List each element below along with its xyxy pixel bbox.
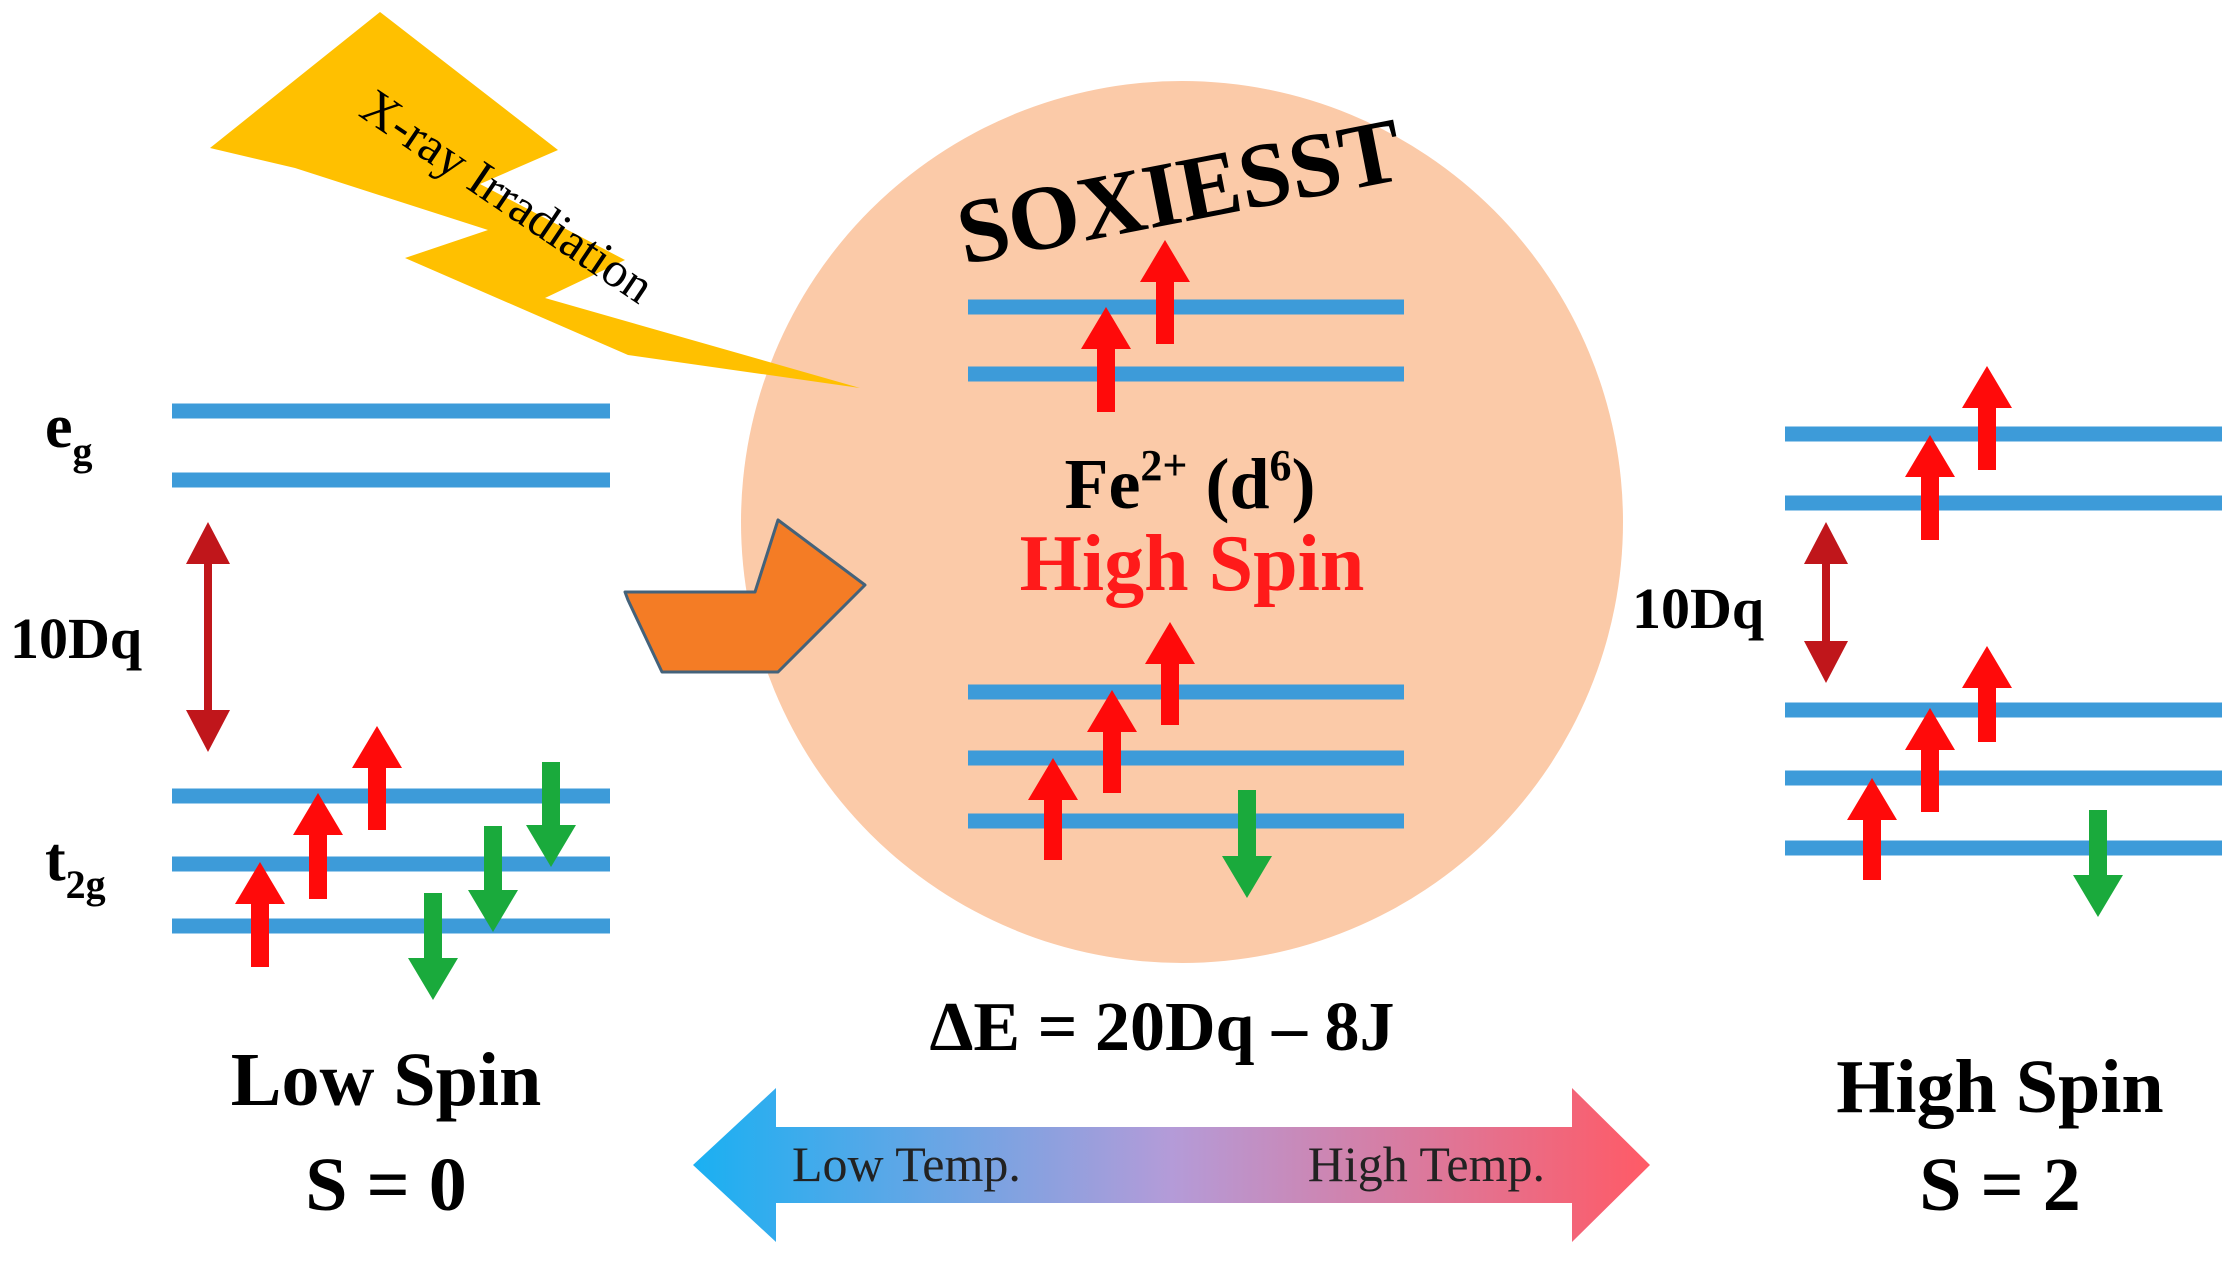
energy-equation: ΔE = 20Dq – 8J [930, 989, 1395, 1066]
spin-down-arrow [468, 826, 518, 932]
gap-label-right: 10Dq [1632, 576, 1764, 641]
spin-up-arrow [293, 793, 343, 899]
low-spin-label: Low Spin [231, 1038, 542, 1122]
low-temp-label: Low Temp. [792, 1136, 1021, 1192]
gap-arrows [186, 522, 1848, 752]
gap-arrow-left [186, 522, 230, 752]
high-temp-label: High Temp. [1308, 1136, 1545, 1192]
spin-down-arrow [526, 762, 576, 867]
high-spin-label: High Spin [1836, 1045, 2163, 1129]
spin-up-arrow [235, 862, 285, 967]
spin-down-arrow [2073, 810, 2123, 917]
spin-up-arrow [1145, 622, 1195, 725]
spin-up-arrow [1962, 366, 2012, 470]
energy-levels [172, 299, 2222, 934]
spin-down-arrow [408, 893, 458, 1000]
spin-up-arrow [1962, 646, 2012, 742]
spin-up-arrow [1140, 240, 1190, 344]
transfer-arrow-icon [623, 518, 867, 674]
center-high-spin-label: High Spin [1020, 520, 1365, 608]
spin-up-arrow [1081, 307, 1131, 412]
eg-label: eg [45, 393, 93, 474]
temperature-arrow [693, 1088, 1650, 1242]
fe-ion-label: Fe2+ (d6) [1064, 441, 1315, 524]
t2g-label: t2g [45, 826, 106, 907]
spin-up-arrow [1905, 708, 1955, 812]
gap-label-left: 10Dq [10, 606, 142, 671]
x-ray-bolt-icon [210, 12, 860, 388]
spin-down-arrow [1222, 790, 1272, 898]
spin-up-arrow [1905, 435, 1955, 540]
spin-up-arrow [352, 726, 402, 830]
gap-arrow-right [1804, 522, 1848, 683]
spin-up-arrow [1028, 758, 1078, 860]
electron-spins [235, 240, 2123, 1000]
low-spin-s-label: S = 0 [305, 1143, 467, 1227]
spin-up-arrow [1847, 778, 1897, 880]
spin-up-arrow [1087, 690, 1137, 793]
high-spin-s-label: S = 2 [1919, 1143, 2081, 1227]
